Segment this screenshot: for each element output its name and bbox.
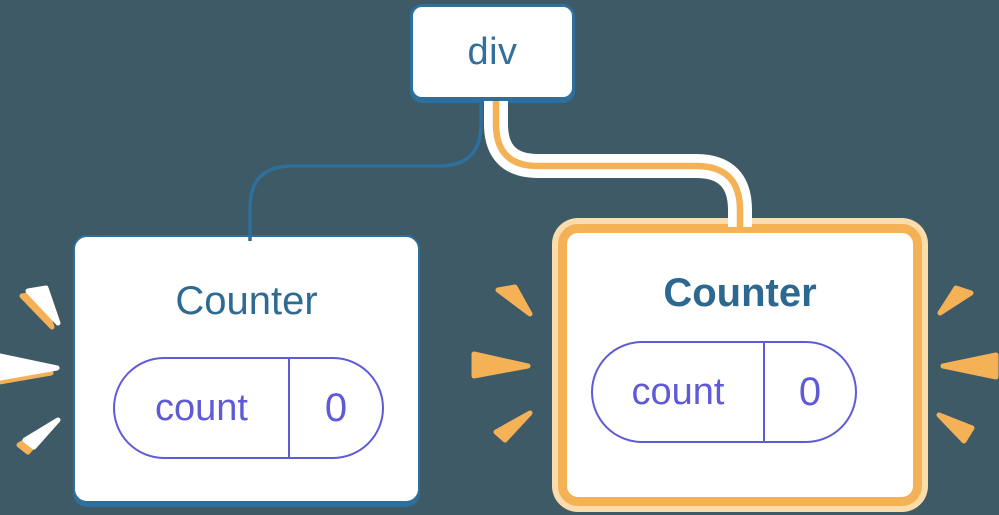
edge-to-right-counter (492, 101, 744, 233)
state-pill: count 0 (113, 357, 384, 459)
root-node-div: div (410, 4, 575, 100)
state-pill: count 0 (591, 341, 857, 443)
burst-right-right-icon (936, 285, 999, 444)
counter-title: Counter (663, 271, 817, 315)
state-key-cell: count (593, 343, 765, 441)
state-key-cell: count (115, 359, 290, 457)
edge-to-right-counter-casing (484, 101, 752, 227)
counter-node-inner: Counter count 0 (558, 224, 922, 506)
edge-to-left-counter (248, 101, 483, 241)
counter-node-left: Counter count 0 (73, 235, 420, 503)
burst-glow-icon (0, 290, 55, 455)
burst-left-icon (0, 285, 61, 450)
root-node-label: div (467, 30, 518, 73)
counter-title: Counter (175, 279, 318, 323)
burst-right-left-icon (471, 284, 533, 443)
state-value-cell: 0 (324, 385, 348, 430)
state-value-cell: 0 (798, 369, 822, 414)
counter-node-right-highlighted: Counter count 0 (552, 218, 928, 512)
